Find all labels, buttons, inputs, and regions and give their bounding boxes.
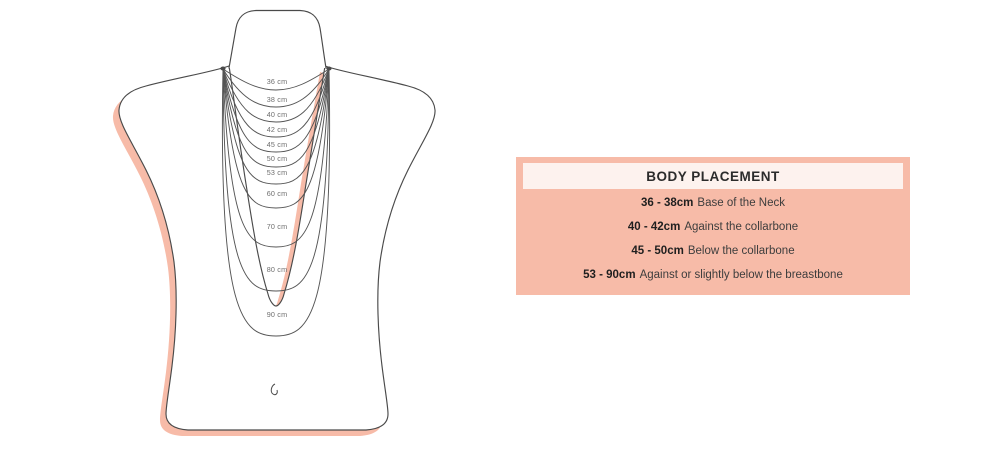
chain-90cm [221,68,331,337]
chain-45cm [222,68,330,153]
length-label-45: 45 cm [267,140,288,149]
chain-60cm [222,68,330,209]
length-label-70: 70 cm [267,222,288,231]
placement-description: Base of the Neck [697,197,785,209]
necklace-chains [221,68,331,337]
placement-row: 45 - 50cm Below the collarbone [523,239,903,263]
navel-detail [270,383,278,396]
placement-range: 40 - 42cm [627,221,681,233]
placement-description: Below the collarbone [687,245,795,257]
length-label-36: 36 cm [267,77,288,86]
neck-shape [228,9,327,69]
mannequin-diagram: 36 cm 38 cm 40 cm 42 cm 45 cm 50 cm 53 c… [112,9,436,436]
chain-38cm [222,68,330,108]
body-outline-shape [118,65,436,431]
length-label-50: 50 cm [267,154,288,163]
length-label-60: 60 cm [267,189,288,198]
length-label-53: 53 cm [267,168,288,177]
chain-42cm [222,68,330,138]
placement-range: 53 - 90cm [583,269,636,281]
length-label-80: 80 cm [267,265,288,274]
placement-row: 40 - 42cm Against the collarbone [523,215,903,239]
length-label-38: 38 cm [267,95,288,104]
chain-36cm [222,68,330,91]
length-label-90: 90 cm [267,310,288,319]
chain-anchor-points [220,66,332,71]
chain-50cm [222,68,330,168]
length-label-40: 40 cm [267,110,288,119]
placement-range: 45 - 50cm [631,245,684,257]
chain-70cm [222,68,330,248]
panel-title: BODY PLACEMENT [646,168,780,184]
placement-description: Against the collarbone [684,221,799,233]
chain-80cm [222,68,330,292]
placement-rows: 36 - 38cm Base of the Neck 40 - 42cm Aga… [523,191,903,287]
chain-40cm [222,68,330,123]
placement-range: 36 - 38cm [640,197,694,209]
panel-title-bar: BODY PLACEMENT [523,163,903,189]
length-labels: 36 cm 38 cm 40 cm 42 cm 45 cm 50 cm 53 c… [267,77,288,319]
length-label-42: 42 cm [267,125,288,134]
placement-row: 36 - 38cm Base of the Neck [523,191,903,215]
placement-row: 53 - 90cm Against or slightly below the … [523,263,903,287]
chain-53cm [222,68,330,185]
placement-description: Against or slightly below the breastbone [639,269,843,281]
body-placement-panel: BODY PLACEMENT 36 - 38cm Base of the Nec… [516,157,910,295]
